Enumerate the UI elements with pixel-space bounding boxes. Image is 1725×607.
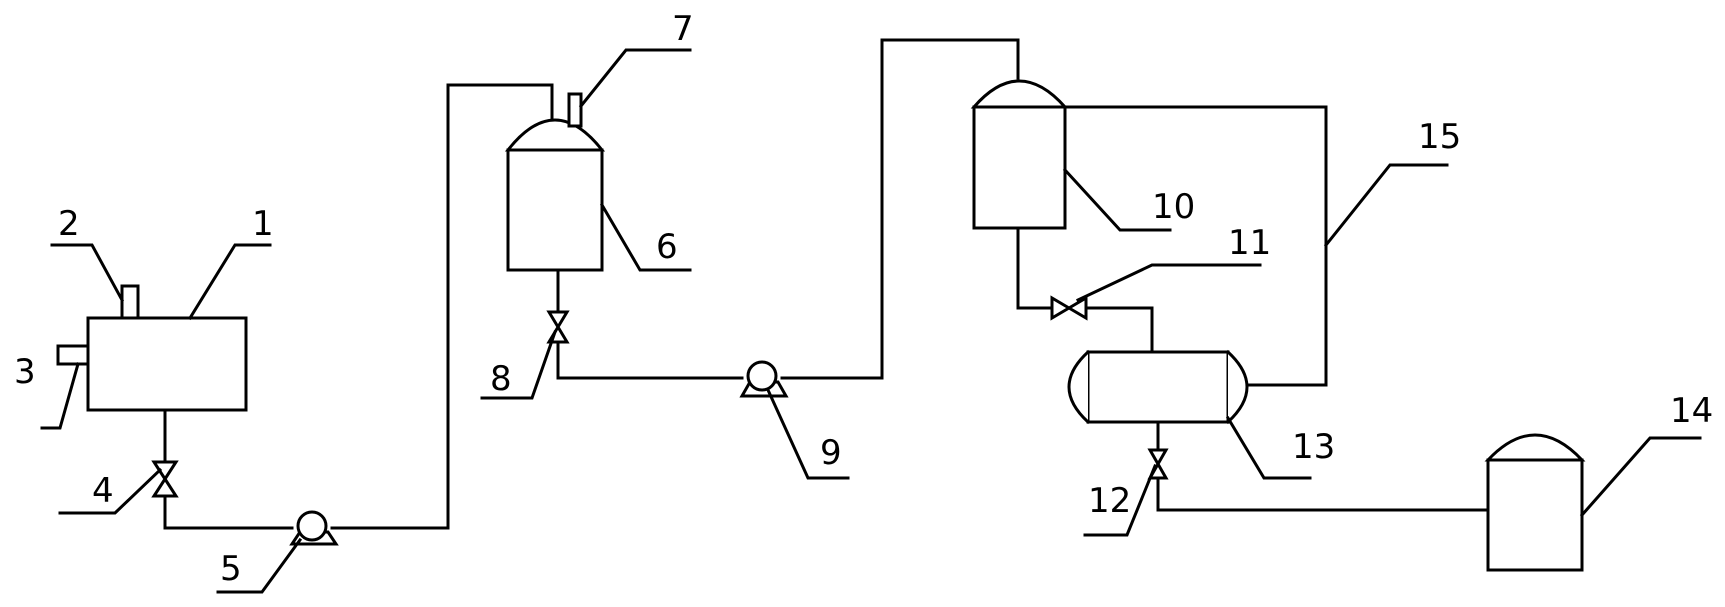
pump-9	[739, 360, 789, 398]
horizontal-vessel-left-head	[1067, 349, 1091, 425]
label-6: 6	[656, 227, 678, 267]
valve-4	[151, 460, 179, 498]
leader-11	[1076, 263, 1262, 302]
pipe-valve11-to-vessel13	[1084, 306, 1154, 354]
valve-11-icon	[1050, 295, 1088, 321]
pipe-return-line-15	[1063, 105, 1328, 387]
vessel-10-body	[972, 105, 1067, 230]
label-15: 15	[1418, 117, 1461, 157]
reactor-nozzle	[567, 92, 583, 128]
pipe-valve4-to-pump5	[163, 486, 294, 530]
pump-5-icon	[296, 510, 328, 542]
pipe-valve12-to-tank14	[1156, 470, 1490, 512]
leader-lines	[40, 48, 1702, 594]
pipe-vessel10-to-valve11	[1016, 226, 1054, 310]
label-9: 9	[820, 433, 842, 473]
raw-tank-body	[86, 316, 248, 412]
leader-9	[766, 388, 850, 480]
label-13: 13	[1292, 427, 1335, 467]
leader-6	[599, 202, 692, 272]
label-10: 10	[1152, 187, 1195, 227]
label-5: 5	[220, 549, 242, 589]
reactor-body	[506, 148, 604, 272]
vessel-10-dome	[970, 79, 1069, 109]
storage-tank-14	[1484, 433, 1586, 572]
vessel-10	[970, 79, 1069, 230]
label-3: 3	[14, 352, 36, 392]
leader-4	[58, 467, 163, 515]
callout-labels: 1 2 3 4 5 6 7 8 9 10 11 12 13 14 15	[14, 9, 1713, 589]
pump-9-icon	[746, 360, 778, 392]
leader-10	[1062, 167, 1172, 232]
leader-14	[1579, 436, 1702, 518]
label-8: 8	[490, 359, 512, 399]
raw-tank-top-nozzle	[120, 284, 140, 320]
label-11: 11	[1228, 223, 1271, 263]
horizontal-vessel-body	[1086, 350, 1230, 424]
pump-5	[289, 510, 339, 546]
raw-tank-1	[56, 284, 248, 412]
valve-11	[1050, 295, 1088, 321]
reactor-dome	[504, 118, 606, 152]
raw-tank-side-nozzle	[56, 344, 90, 366]
storage-tank-body	[1486, 458, 1584, 572]
pipe-valve8-to-pump9	[556, 334, 744, 380]
horizontal-vessel-right-head	[1225, 349, 1249, 425]
leader-5	[216, 537, 303, 594]
leader-12	[1083, 464, 1157, 537]
label-2: 2	[58, 204, 80, 244]
leader-13	[1225, 415, 1312, 480]
leader-1	[187, 243, 272, 321]
pipe-pump9-to-vessel10	[780, 38, 1020, 380]
reactor-6	[504, 92, 606, 272]
leader-8	[480, 330, 557, 400]
label-14: 14	[1670, 391, 1713, 431]
label-7: 7	[672, 9, 694, 49]
horizontal-vessel-13	[1067, 349, 1249, 425]
storage-tank-dome	[1484, 433, 1586, 462]
leader-2	[50, 243, 125, 303]
valve-4-icon	[151, 460, 179, 498]
label-4: 4	[92, 471, 114, 511]
leader-7	[578, 48, 692, 109]
leader-3	[40, 362, 80, 430]
label-12: 12	[1088, 481, 1131, 521]
pipe-pump5-to-reactor6	[330, 83, 554, 530]
label-1: 1	[252, 204, 274, 244]
leader-15	[1323, 163, 1449, 248]
